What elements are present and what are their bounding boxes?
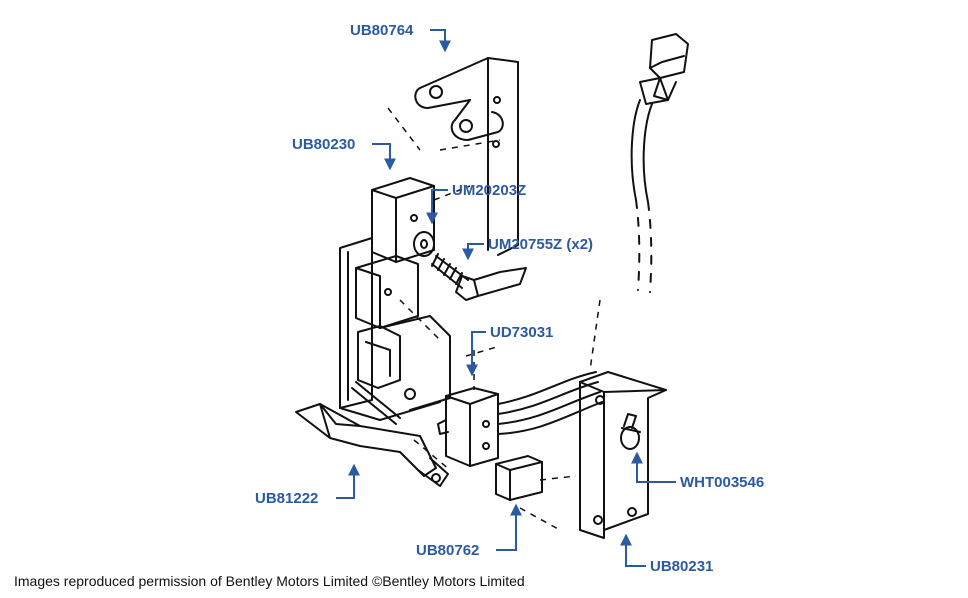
leader-ub81222 — [336, 463, 360, 499]
label-um20755z: UM20755Z (x2) — [488, 236, 594, 253]
actuator-housing-part — [339, 177, 451, 421]
label-ub80230: UB80230 — [292, 136, 356, 153]
mounting-plate-part — [579, 371, 667, 539]
leader-ub80230 — [372, 143, 396, 171]
leader-um20755z — [462, 243, 484, 261]
terminal-block-part — [495, 455, 543, 501]
plate-screw-part — [620, 413, 641, 450]
leader-lines — [336, 29, 676, 567]
leader-um20203z — [426, 189, 448, 225]
washer-part — [413, 231, 435, 257]
label-ub80231: UB80231 — [650, 558, 714, 575]
mounting-bracket-part — [414, 57, 519, 256]
label-wht003546: WHT003546 — [680, 474, 765, 491]
microswitch-part — [437, 371, 603, 467]
label-ub81222: UB81222 — [255, 490, 319, 507]
actuator-lever-part — [295, 381, 449, 487]
connector-cable-part — [630, 33, 689, 293]
screw-part — [431, 253, 527, 301]
label-ub80762: UB80762 — [416, 542, 480, 559]
leader-ud73031 — [466, 331, 486, 377]
leader-ub80231 — [620, 533, 646, 567]
leader-ub80764 — [430, 29, 451, 53]
label-ub80764: UB80764 — [350, 22, 414, 39]
leader-ub80762 — [496, 503, 522, 551]
copyright-notice: Images reproduced permission of Bentley … — [14, 573, 525, 589]
label-ud73031: UD73031 — [490, 324, 554, 341]
leader-wht003546 — [631, 451, 676, 483]
label-um20203z: UM20203Z — [452, 182, 527, 199]
assembly-guide-lines — [387, 107, 601, 531]
